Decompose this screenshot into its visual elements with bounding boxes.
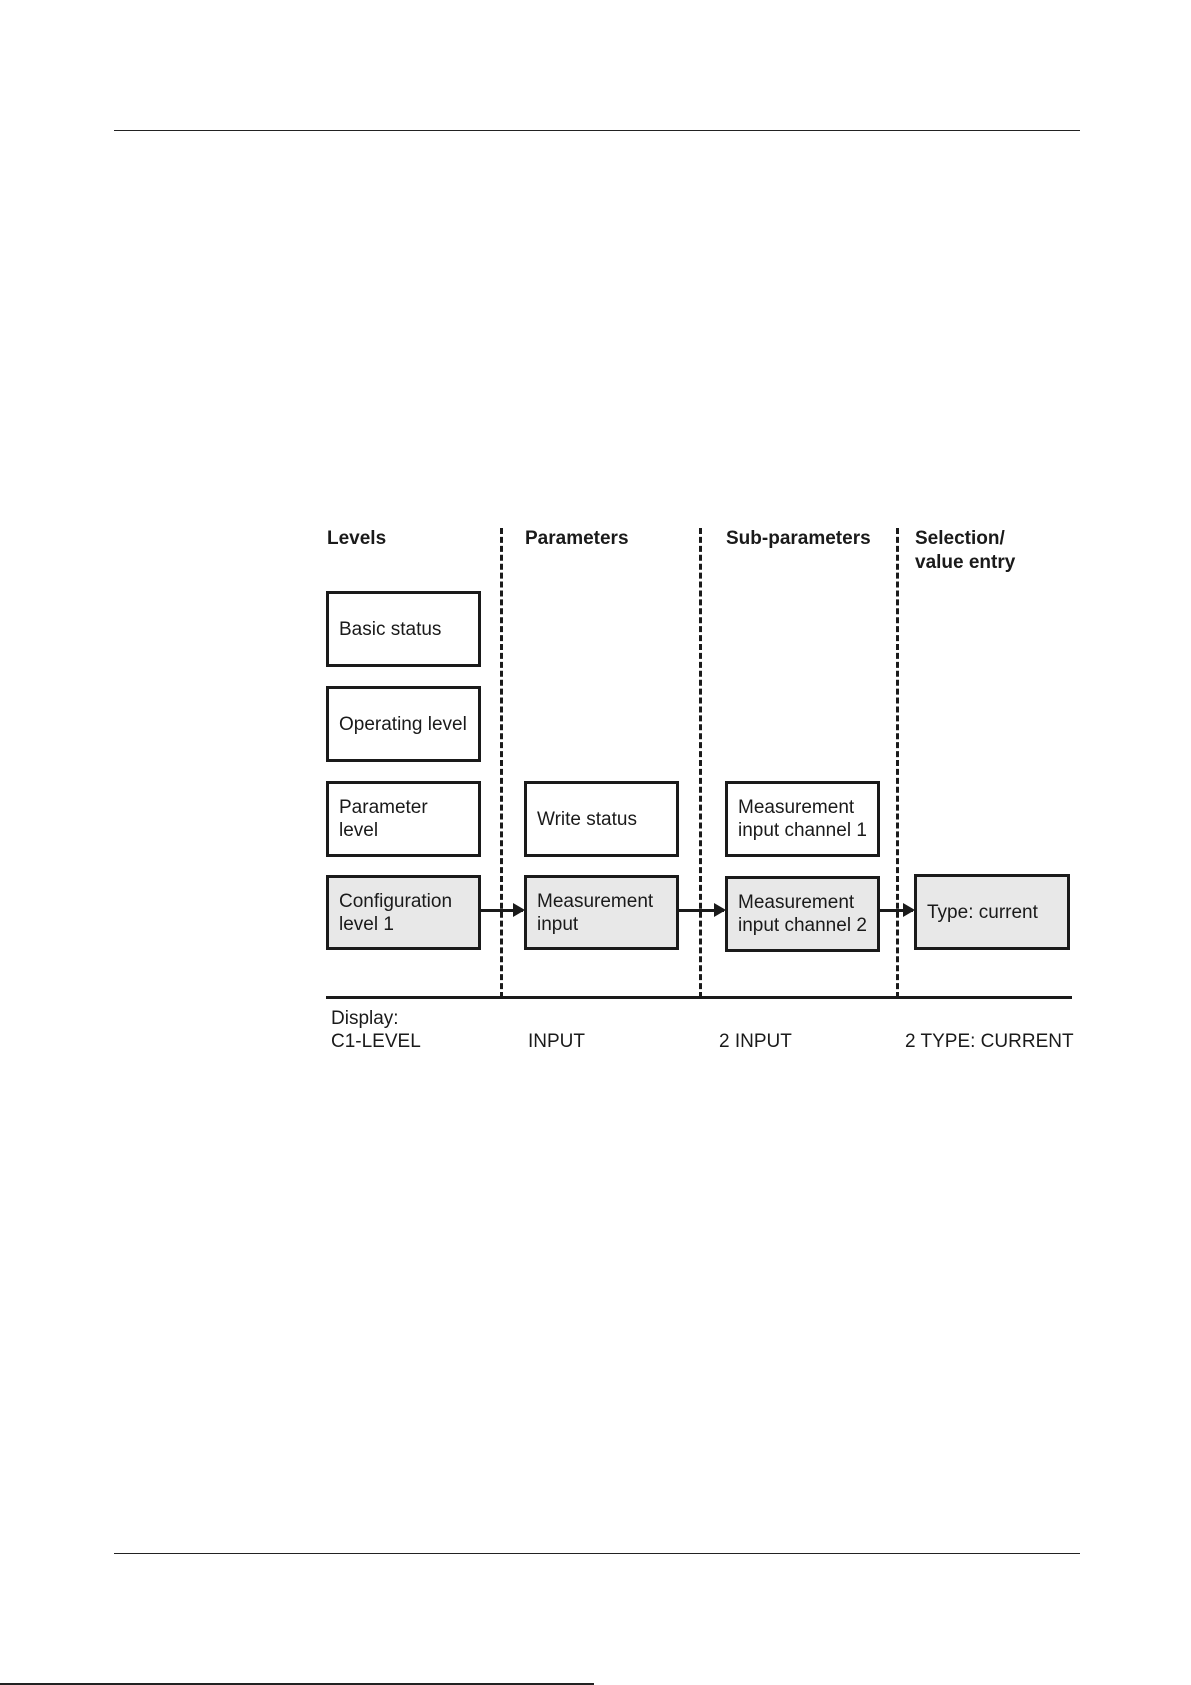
sub-parameter-channel-2-box: Measurement input channel 2 [725, 876, 880, 952]
column-separator-1 [500, 528, 503, 998]
level-configuration-1-box: Configuration level 1 [326, 875, 481, 950]
column-header-selection: Selection/ value entry [915, 527, 1015, 575]
parameter-measurement-input-box: Measurement input [524, 875, 679, 950]
level-parameter-box: Parameter level [326, 781, 481, 857]
arrow-sub-parameter-to-selection [880, 909, 913, 912]
column-separator-3 [896, 528, 899, 998]
display-level-value: C1-LEVEL [331, 1030, 421, 1053]
display-label: Display: [331, 1007, 399, 1030]
level-operating-box: Operating level [326, 686, 481, 762]
arrow-level-to-parameter [481, 909, 523, 912]
display-sub-parameter-value: 2 INPUT [719, 1030, 792, 1053]
column-header-parameters: Parameters [525, 527, 629, 551]
selection-type-current-box: Type: current [914, 874, 1070, 950]
parameter-write-status-box: Write status [524, 781, 679, 857]
footer-rule [114, 1553, 1080, 1554]
column-separator-2 [699, 528, 702, 998]
display-parameter-value: INPUT [528, 1030, 585, 1053]
arrow-parameter-to-sub-parameter [679, 909, 724, 912]
display-selection-value: 2 TYPE: CURRENT [905, 1030, 1074, 1053]
level-basic-status-box: Basic status [326, 591, 481, 667]
header-rule [114, 130, 1080, 131]
sub-parameter-channel-1-box: Measurement input channel 1 [725, 781, 880, 857]
column-header-sub-parameters: Sub-parameters [726, 527, 871, 551]
display-baseline [326, 996, 1072, 999]
column-header-levels: Levels [327, 527, 386, 551]
